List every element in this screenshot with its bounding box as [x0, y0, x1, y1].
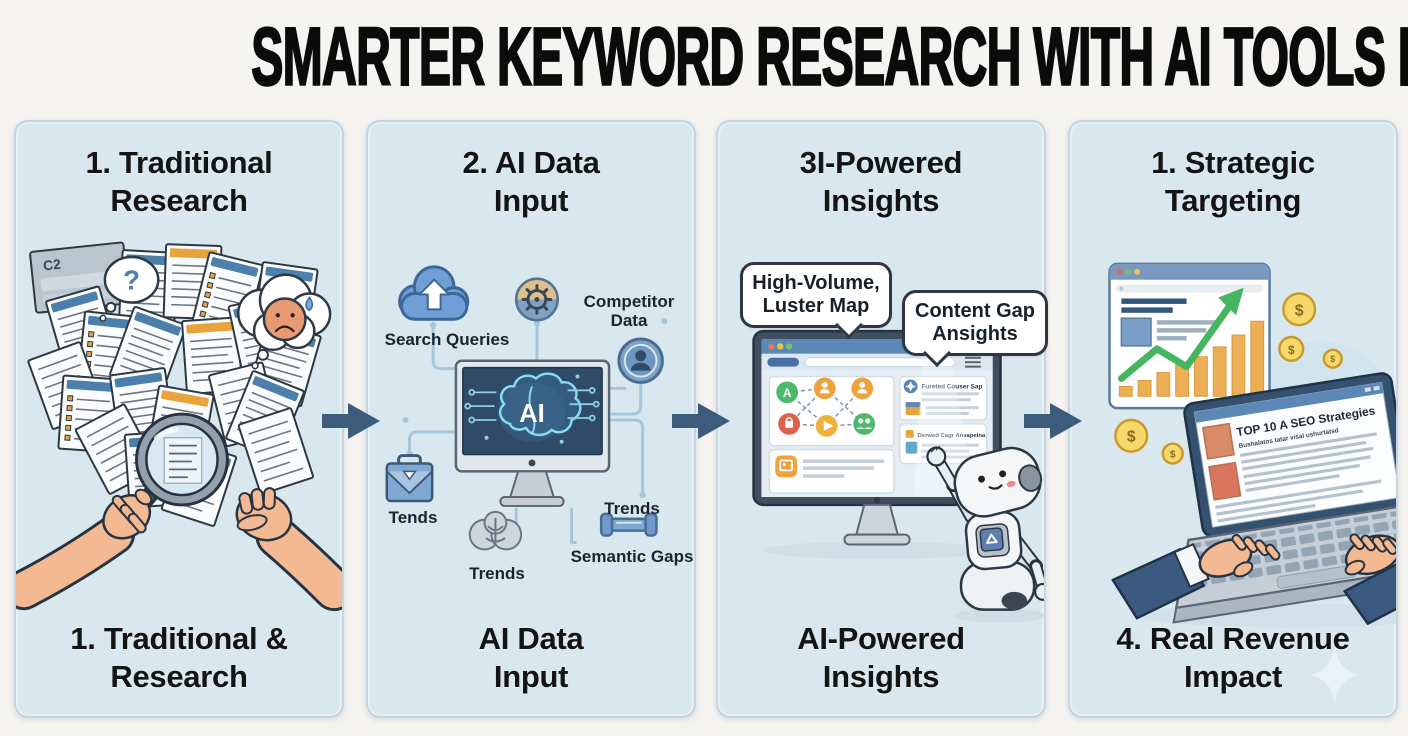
panel-traditional-research: C2 — [14, 120, 344, 718]
label-trends-center: Trends — [469, 564, 525, 583]
panel2-heading: 2. AI Data Input — [462, 145, 600, 218]
circuit-traces — [464, 386, 600, 424]
card2-title: Derwed Cagr Ansapeina — [918, 433, 986, 439]
portrait-thumb-2 — [1208, 461, 1242, 501]
ai-brain-icon: AI — [498, 372, 582, 442]
portrait-thumb-1 — [1201, 422, 1235, 460]
question-thought-bubble-icon: ? — [99, 255, 160, 322]
label-search-queries: Search Queries — [384, 330, 510, 349]
circuit-dots — [484, 374, 580, 444]
main-title-text: SMARTER KEYWORD RESEARCH WITH AI TOOLS F… — [250, 9, 1408, 103]
speech-bubble-high-volume: High-Volume, Luster Map — [740, 262, 892, 340]
panel-ai-powered-insights: A — [716, 120, 1048, 718]
panel3-heading: 3I-Powered Insights — [799, 145, 963, 218]
briefcase-icon — [385, 454, 434, 503]
connector-dots — [402, 318, 668, 499]
competitor-person-icon — [617, 337, 664, 384]
label-competitor-data: Competitor Data — [583, 292, 675, 331]
analytics-browser-window — [1108, 262, 1271, 410]
panel-ai-data-input: AI — [366, 120, 696, 718]
sad-face-cloud-icon — [237, 273, 332, 370]
panel2-caption: AI Data Input — [478, 621, 584, 695]
robot-head — [953, 446, 1043, 518]
avatar-placeholder — [1120, 317, 1152, 347]
coin-icons — [1114, 292, 1343, 465]
brain-sketch-icon — [468, 510, 523, 551]
svg-text:?: ? — [123, 265, 140, 296]
label-trends-right: Trends — [604, 499, 660, 518]
speech-bubble-content-gap: Content Gap Ansights — [902, 290, 1048, 368]
svg-text:$: $ — [1295, 302, 1304, 319]
panel1-caption: 1. Traditional & Research — [70, 621, 288, 695]
left-hand — [16, 488, 153, 611]
panel4-caption: 4. Real Revenue Impact — [1116, 621, 1350, 695]
gear-icon — [514, 277, 559, 322]
svg-text:A: A — [783, 386, 792, 400]
robot-badge — [979, 527, 1004, 552]
growth-arrow-icon — [1117, 287, 1244, 382]
ai-insights-illustration: A — [752, 329, 1044, 623]
svg-text:$: $ — [1127, 429, 1136, 446]
insight-card-1: Fureted Couser Sap — [899, 375, 988, 421]
paper-stack: C2 — [26, 241, 323, 528]
svg-text:$: $ — [1170, 450, 1176, 461]
svg-text:$: $ — [1330, 354, 1335, 364]
insight-card-3 — [768, 448, 895, 494]
ai-monitor: AI — [454, 359, 611, 507]
upload-cloud-icon — [398, 265, 470, 321]
bar-chart-icon — [1118, 320, 1265, 397]
hamburger-menu-icon — [964, 356, 981, 368]
flow-arrow-3 — [1024, 403, 1082, 439]
ai-label: AI — [519, 400, 545, 428]
sparkle-icon — [1311, 645, 1359, 705]
svg-text:$: $ — [1288, 343, 1295, 357]
gray-card-text: C2 — [42, 256, 62, 274]
main-title: SMARTER KEYWORD RESEARCH WITH AI TOOLS F… — [0, 4, 1408, 108]
laptop: TOP 10 A SEO Strategies Bushalatos tatar… — [1111, 372, 1396, 626]
label-semantic-gaps: Semantic Gaps — [570, 547, 694, 566]
ai-data-input-illustration: AI — [385, 265, 668, 551]
coin-dollar-signs: $ $ $ $ $ — [1127, 302, 1335, 460]
revenue-illustration: $ $ $ $ $ TOP 10 A SEO Strategies Bushal… — [1108, 262, 1396, 705]
panel3-caption: AI-Powered Insights — [797, 621, 965, 695]
typing-hands — [1111, 533, 1396, 626]
cluster-map: A — [768, 375, 895, 447]
barbell-icon — [599, 512, 658, 537]
insight-card-2: Derwed Cagr Ansapeina — [899, 423, 988, 465]
sweat-drop-icon — [305, 296, 314, 312]
card1-title: Fureted Couser Sap — [922, 383, 983, 390]
panel4-heading: 1. Strategic Targeting — [1151, 145, 1315, 218]
panel-strategic-targeting: $ $ $ $ $ TOP 10 A SEO Strategies Bushal… — [1068, 120, 1398, 718]
traditional-research-illustration: C2 — [16, 241, 342, 612]
insights-monitor: A — [752, 329, 1002, 560]
flow-arrow-2 — [672, 403, 730, 439]
panel1-heading: 1. Traditional Research — [85, 145, 273, 218]
right-hand — [235, 487, 342, 612]
label-tends: Tends — [388, 508, 438, 527]
robot-mascot — [926, 445, 1044, 623]
flow-arrow-1 — [322, 403, 380, 439]
